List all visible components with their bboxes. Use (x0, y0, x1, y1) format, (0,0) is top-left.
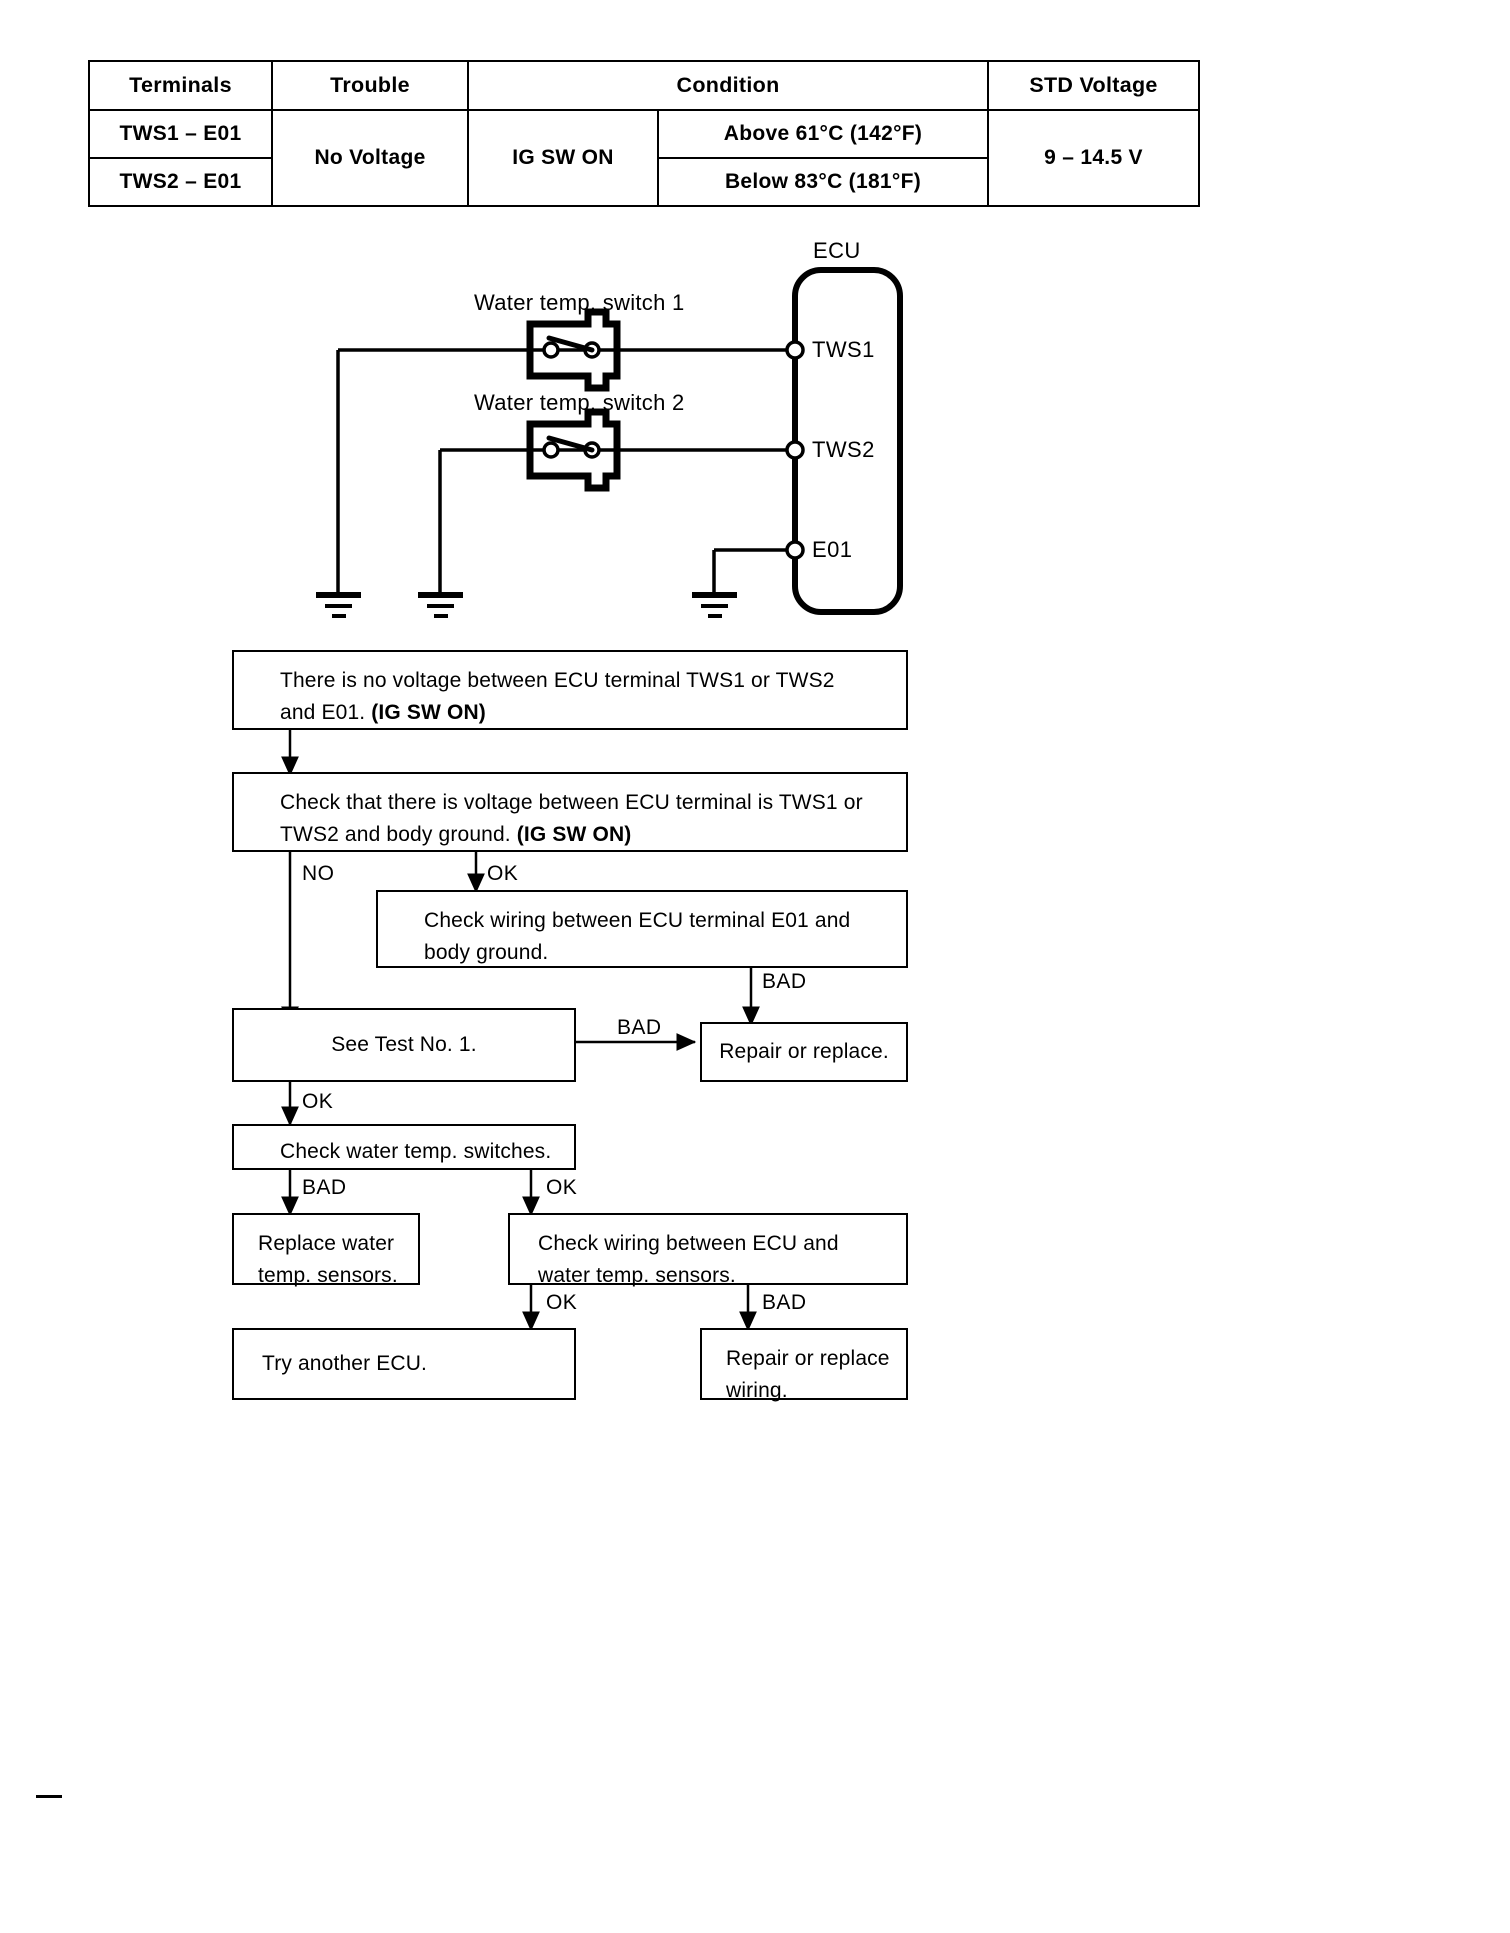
flow-box-try-another-ecu: Try another ECU. (232, 1328, 576, 1400)
edge-label-bad-2: BAD (302, 1176, 347, 1199)
terminal-label-tws1: TWS1 (812, 337, 875, 362)
flow-box-symptom: There is no voltage between ECU terminal… (232, 650, 908, 730)
edge-label-no: NO (302, 862, 335, 885)
replace-sensors-line-1: Replace water (258, 1232, 395, 1255)
check-wiring-sensors-line-2: water temp. sensors. (538, 1263, 736, 1287)
repair-replace-wiring-line-2: wiring. (726, 1378, 788, 1402)
water-temp-switch-2-symbol (526, 408, 621, 492)
edge-label-bad-right: BAD (617, 1016, 662, 1039)
flow-box-check-voltage: Check that there is voltage between ECU … (232, 772, 908, 852)
terminal-label-tws2: TWS2 (812, 437, 875, 462)
check-voltage-line-2-text: TWS2 and body ground. (280, 822, 517, 846)
cell-terminal-tws1: TWS1 – E01 (88, 109, 273, 159)
flow-box-check-wiring-sensors: Check wiring between ECU and water temp.… (508, 1213, 908, 1287)
header-condition: Condition (467, 60, 989, 111)
flow-box-repair-or-replace: Repair or replace. (700, 1022, 908, 1082)
check-wiring-e01-line-2: body ground. (424, 940, 549, 964)
cell-condition-above: Above 61°C (142°F) (657, 109, 989, 159)
table-header-row: Terminals Trouble Condition STD Voltage (88, 60, 1200, 111)
page-margin-mark (36, 1795, 62, 1798)
spec-table: Terminals Trouble Condition STD Voltage … (88, 60, 1200, 207)
flow-box-repair-replace-wiring: Repair or replace wiring. (700, 1328, 908, 1402)
edge-label-bad-3: BAD (762, 1291, 807, 1314)
flow-box-check-wiring-e01: Check wiring between ECU terminal E01 an… (376, 890, 908, 968)
terminal-dot-e01 (785, 540, 805, 560)
try-another-ecu-text: Try another ECU. (262, 1352, 428, 1376)
circuit-diagram: ECU Water temp. switch 1 Water temp. swi… (0, 238, 1510, 638)
header-trouble: Trouble (271, 60, 469, 111)
check-voltage-line-2: TWS2 and body ground. (IG SW ON) (280, 819, 906, 851)
check-voltage-line-1: Check that there is voltage between ECU … (280, 791, 863, 814)
cell-ig-sw: IG SW ON (467, 109, 659, 207)
flow-box-see-test: See Test No. 1. (232, 1008, 576, 1082)
cell-trouble: No Voltage (271, 109, 469, 207)
ecu-label: ECU (813, 238, 861, 263)
replace-sensors-line-2: temp. sensors. (258, 1263, 398, 1287)
ground-symbol-2 (418, 592, 463, 618)
water-temp-switch-1-symbol (526, 308, 621, 392)
water-temp-switch-2-label: Water temp. switch 2 (474, 390, 685, 415)
edge-label-ok-2: OK (302, 1090, 334, 1113)
cell-terminal-tws2: TWS2 – E01 (88, 157, 273, 207)
repair-replace-wiring-line-1: Repair or replace (726, 1347, 890, 1370)
check-wiring-e01-line-1: Check wiring between ECU terminal E01 an… (424, 909, 851, 932)
check-wiring-sensors-line-1: Check wiring between ECU and (538, 1232, 839, 1255)
edge-label-ok-1: OK (487, 862, 519, 885)
check-switches-text: Check water temp. switches. (280, 1140, 552, 1163)
flow-box-replace-sensors: Replace water temp. sensors. (232, 1213, 420, 1287)
cell-condition-below: Below 83°C (181°F) (657, 157, 989, 207)
edge-label-ok-4: OK (546, 1291, 578, 1314)
symptom-line-1: There is no voltage between ECU terminal… (280, 669, 835, 692)
cell-std-voltage: 9 – 14.5 V (987, 109, 1200, 207)
table-row: TWS1 – E01 No Voltage IG SW ON Above 61°… (88, 109, 1200, 207)
symptom-line-2-bold: (IG SW ON) (371, 700, 486, 724)
terminal-dot-tws1 (785, 340, 805, 360)
terminal-dot-tws2 (785, 440, 805, 460)
edge-label-bad-down: BAD (762, 970, 807, 993)
terminal-label-e01: E01 (812, 537, 853, 562)
symptom-line-2-text: and E01. (280, 700, 372, 724)
water-temp-switch-1-label: Water temp. switch 1 (474, 290, 685, 315)
ground-symbol-1 (316, 592, 361, 618)
header-terminals: Terminals (88, 60, 273, 111)
symptom-line-2: and E01. (IG SW ON) (280, 697, 906, 729)
check-voltage-line-2-bold: (IG SW ON) (516, 822, 632, 846)
see-test-text: See Test No. 1. (331, 1033, 477, 1057)
troubleshooting-flowchart: There is no voltage between ECU terminal… (0, 630, 1510, 1420)
repair-or-replace-text: Repair or replace. (719, 1040, 889, 1064)
flow-box-check-switches: Check water temp. switches. (232, 1124, 576, 1170)
ground-symbol-3 (692, 592, 737, 618)
edge-label-ok-3: OK (546, 1176, 578, 1199)
table-row: TWS2 – E01 Below 83°C (181°F) (88, 157, 1199, 207)
header-std-voltage: STD Voltage (987, 60, 1200, 111)
